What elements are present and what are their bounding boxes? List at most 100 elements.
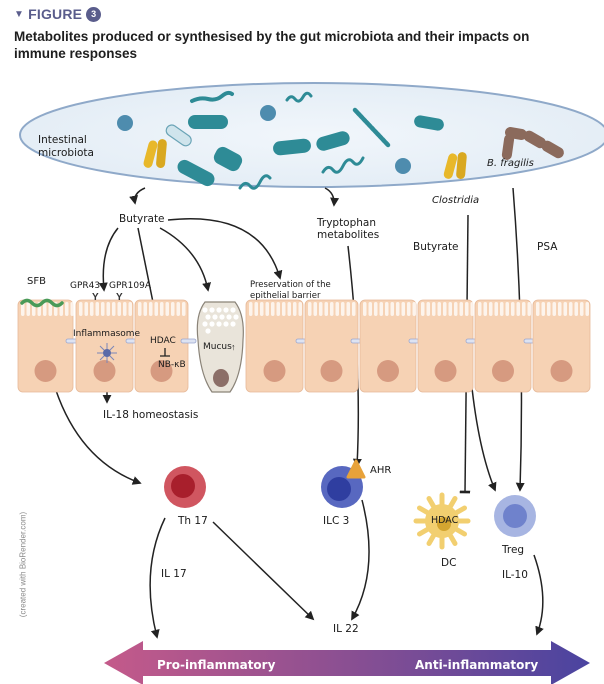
microvillus	[341, 302, 345, 316]
goblet-nucleus	[213, 369, 229, 387]
microvillus	[500, 302, 504, 316]
epithelial-cell	[474, 299, 532, 393]
microvillus	[143, 302, 147, 316]
microvillus	[112, 302, 116, 316]
microvillus	[569, 302, 573, 316]
microvillus	[379, 302, 383, 316]
microvillus	[580, 302, 584, 316]
microvillus	[43, 302, 47, 316]
microvillus	[165, 302, 169, 316]
microvillus	[138, 302, 142, 316]
microvillus	[84, 302, 88, 316]
microvillus	[308, 302, 312, 316]
microvillus	[90, 302, 94, 316]
microvillus	[437, 302, 441, 316]
butyrate-label: Butyrate	[119, 213, 165, 225]
arrow-th17-to-pro	[149, 517, 166, 639]
microvillus	[298, 302, 302, 316]
microvillus	[511, 302, 515, 316]
mucus-granule	[230, 321, 236, 327]
inhibit-nfkb-icon	[160, 348, 170, 357]
microvillus	[494, 302, 498, 316]
arrow-lumen-to-butyrate	[129, 187, 146, 205]
microvillus	[432, 302, 436, 316]
cell-nucleus	[434, 360, 457, 382]
anti-inflammatory-label: Anti-inflammatory	[415, 658, 538, 672]
mucus-granule	[205, 328, 211, 334]
mucus-granule	[202, 321, 208, 327]
gpr109a-receptor-icon: Y	[116, 292, 123, 303]
microvillus	[79, 302, 83, 316]
epithelial-cell	[304, 299, 359, 393]
microvillus	[282, 302, 286, 316]
up-arrow-icon: ↑	[231, 342, 236, 352]
microvillus	[470, 302, 474, 316]
microvillus	[319, 302, 323, 316]
ilc3-label: ILC 3	[323, 515, 349, 527]
microvillus	[249, 302, 253, 316]
arrow-ilc3-to-il22	[351, 499, 370, 621]
mucus-granule	[226, 314, 232, 320]
microvillus	[412, 302, 416, 316]
cell-nucleus	[320, 360, 343, 382]
microvillus	[448, 302, 452, 316]
treg-nucleus	[503, 504, 527, 528]
dc-label: DC	[441, 557, 456, 569]
microvillus	[368, 302, 372, 316]
inflammasome-label: Inflammasome	[73, 329, 141, 339]
ilc3-cell	[321, 459, 366, 508]
microvillus	[465, 302, 469, 316]
mucus-granule	[216, 307, 222, 313]
cell-nucleus	[550, 360, 573, 382]
microvillus	[390, 302, 394, 316]
microvillus	[271, 302, 275, 316]
cell-nucleus	[93, 360, 116, 382]
microvillus	[324, 302, 328, 316]
clostridia-bacterium	[156, 139, 167, 169]
microvillus	[352, 302, 356, 316]
ahr-receptor-icon	[346, 459, 366, 479]
cell-nucleus	[263, 360, 286, 382]
mucus-granule	[202, 307, 208, 313]
microvillus	[160, 302, 164, 316]
microvillus	[21, 302, 25, 316]
mucus-label: Mucus	[203, 342, 232, 352]
microvillus	[171, 302, 175, 316]
mucus-granule	[230, 307, 236, 313]
figure-header: ▼ FIGURE 3	[14, 6, 102, 22]
arrow-th17-to-il22	[212, 521, 315, 621]
microvillus	[95, 302, 99, 316]
microvillus	[483, 302, 487, 316]
rod-bacterium-light	[165, 124, 192, 147]
chain-bacterium	[190, 90, 234, 103]
ilc3-nucleus	[327, 477, 351, 501]
clostridia-label: Clostridia	[432, 195, 479, 206]
microvillus	[516, 302, 520, 316]
mucus-granule	[223, 307, 229, 313]
bacteria-group	[117, 90, 564, 190]
tryptophan-label-line2: metabolites	[317, 229, 379, 241]
b-fragilis-bacterium	[501, 127, 564, 160]
microvillus	[346, 302, 350, 316]
figure-title: Metabolites produced or synthesised by t…	[14, 29, 530, 61]
gpr43-receptor-icon: Y	[92, 292, 99, 303]
cell-nucleus	[377, 360, 399, 382]
microvillus	[421, 302, 425, 316]
il18-label: IL-18 homeostasis	[103, 409, 198, 421]
microvillus	[541, 302, 545, 316]
microvillus	[527, 302, 531, 316]
sfb-label: SFB	[27, 276, 46, 287]
preservation-label-line1: Preservation of the	[250, 280, 331, 290]
epithelial-cell	[359, 299, 417, 393]
microvillus	[558, 302, 562, 316]
microvillus	[70, 302, 74, 316]
arrow-butyrate-to-gpr	[98, 227, 119, 292]
th17-label: Th 17	[177, 515, 208, 527]
microvillus	[149, 302, 153, 316]
microvillus	[459, 302, 463, 316]
microvillus	[335, 302, 339, 316]
microvillus	[547, 302, 551, 316]
microvillus	[585, 302, 589, 316]
microvillus	[265, 302, 269, 316]
